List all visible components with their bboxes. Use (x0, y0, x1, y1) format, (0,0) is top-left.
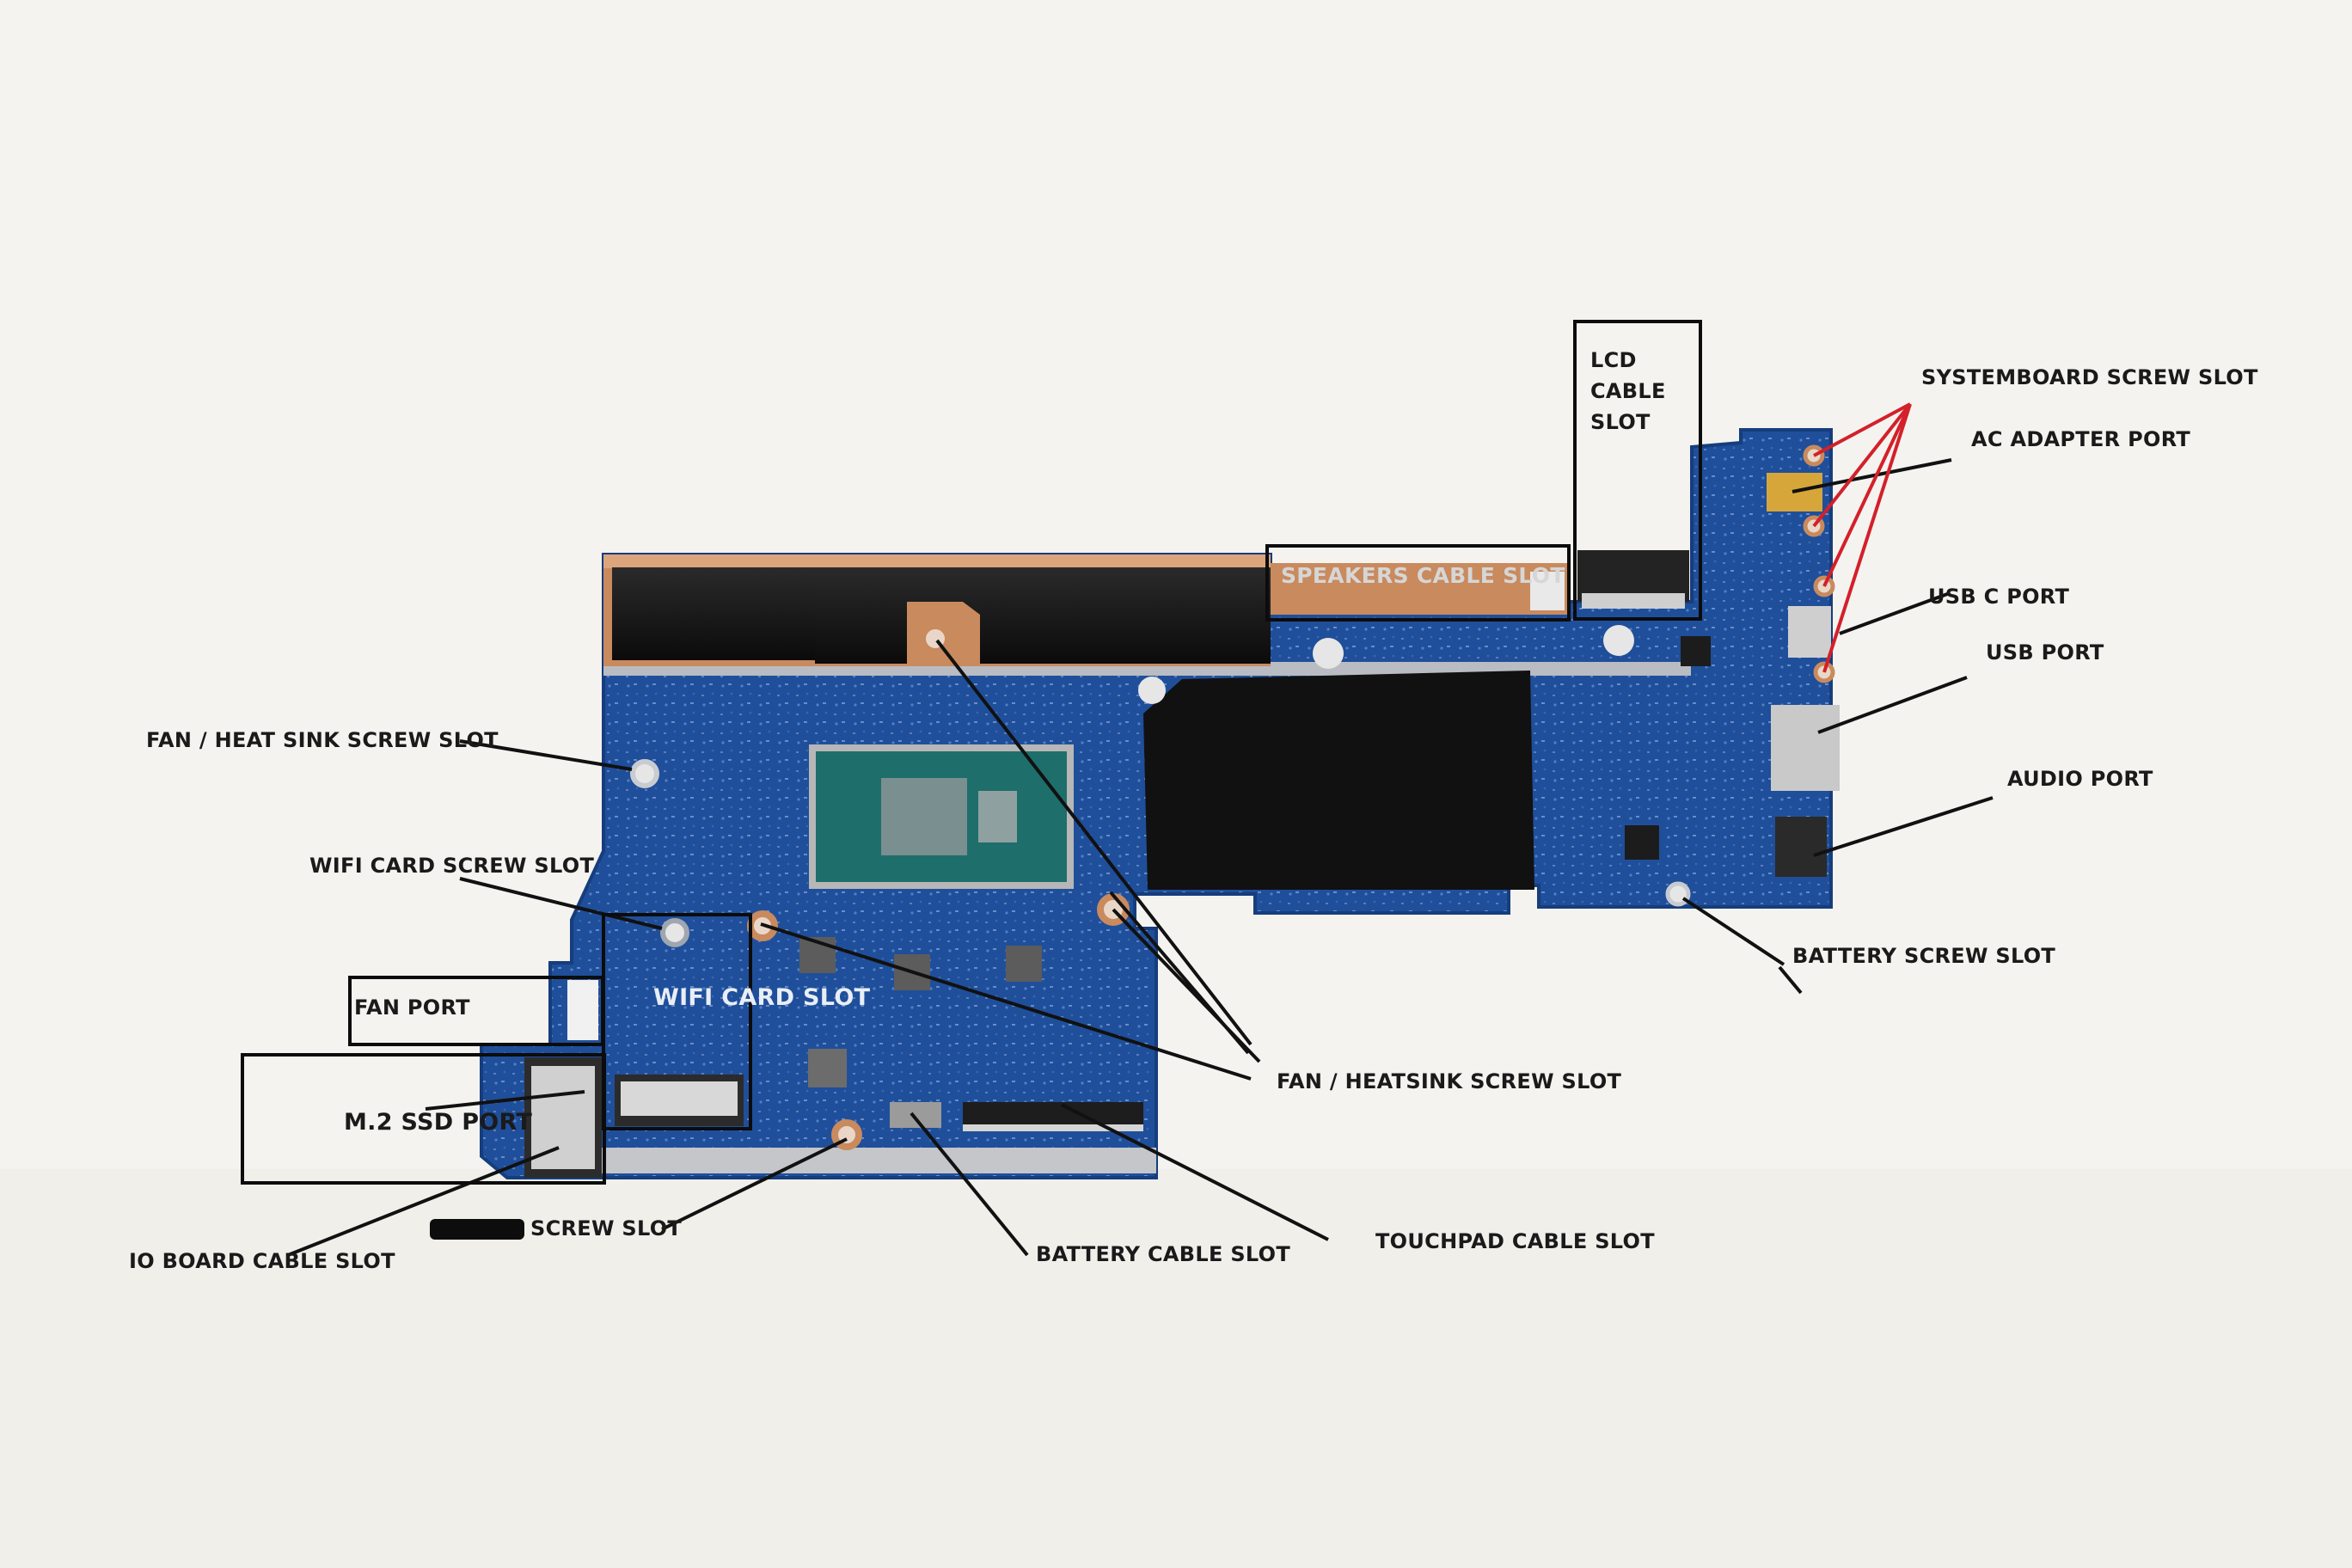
wifi-card-connector-pins (621, 1081, 738, 1116)
label-screw-slot: SCREW SLOT (530, 1216, 683, 1240)
board-frame-strip-lower (550, 1148, 1156, 1173)
label-lcd-line-2: CABLE (1590, 379, 1666, 403)
cpu-die-small (978, 791, 1017, 842)
copper-heat-spreader-edge (603, 554, 1271, 568)
label-fan-port: FAN PORT (354, 995, 470, 1020)
table-surface (0, 1169, 2352, 1568)
top-heat-shield-center (815, 567, 1271, 664)
label-wifi-card-slot: WIFI CARD SLOT (653, 984, 871, 1011)
battery-connector (890, 1102, 941, 1128)
pointer-lines (287, 458, 1994, 1257)
touchpad-connector (963, 1102, 1143, 1126)
label-speakers-cable-slot: SPEAKERS CABLE SLOT (1281, 563, 1565, 588)
top-heat-shield-left (612, 567, 818, 660)
label-usb-c-port: USB C PORT (1928, 585, 2070, 609)
black-thermal-pad (1143, 671, 1534, 890)
speaker-connector-area (1271, 563, 1567, 615)
label-usb-port: USB PORT (1986, 640, 2104, 665)
ssd-connector-pins (531, 1066, 595, 1169)
label-systemboard-screw-slot: SYSTEMBOARD SCREW SLOT (1921, 365, 2258, 389)
m2-ssd-port-box (241, 1053, 606, 1185)
label-battery-screw-slot: BATTERY SCREW SLOT (1792, 944, 2056, 968)
label-fan-heatsink-screw-slot: FAN / HEATSINK SCREW SLOT (1277, 1069, 1622, 1093)
label-audio-port: AUDIO PORT (2007, 767, 2153, 791)
cpu-die-large (881, 778, 967, 855)
inductor-4 (808, 1049, 847, 1087)
label-battery-cable-slot: BATTERY CABLE SLOT (1036, 1242, 1291, 1266)
wifi-card-slot-box (602, 913, 752, 1130)
usb-jack (1771, 705, 1840, 791)
label-fan-heat-sink-screw-slot: FAN / HEAT SINK SCREW SLOT (146, 728, 499, 752)
fan-connector (567, 980, 598, 1040)
lcd-connector-latch (1582, 593, 1685, 609)
touchpad-connector-latch (963, 1124, 1143, 1131)
label-ac-adapter-port: AC ADAPTER PORT (1971, 427, 2191, 451)
speakers-cable-slot-box (1265, 544, 1571, 622)
lcd-cable-slot-box (1573, 320, 1702, 621)
fan-port-box (348, 976, 604, 1046)
label-touchpad-cable-slot: TOUCHPAD CABLE SLOT (1375, 1229, 1655, 1253)
speaker-connector (1530, 572, 1565, 610)
usb-c-jack (1788, 606, 1831, 658)
redacted-text-mark (430, 1219, 524, 1240)
label-wifi-card-screw-slot: WIFI CARD SCREW SLOT (309, 854, 595, 878)
red-pointer-lines (1812, 402, 1912, 673)
label-io-board-cable-slot: IO BOARD CABLE SLOT (129, 1249, 395, 1273)
label-lcd-line-3: SLOT (1590, 410, 1651, 434)
label-m2-ssd-port: M.2 SSD PORT (344, 1109, 533, 1136)
small-ic-2 (1625, 825, 1659, 860)
label-lcd-line-1: LCD (1590, 348, 1637, 372)
cpu-package (809, 744, 1074, 889)
small-ic (1681, 636, 1711, 666)
audio-jack (1775, 817, 1827, 877)
inductor-3 (1006, 946, 1042, 982)
